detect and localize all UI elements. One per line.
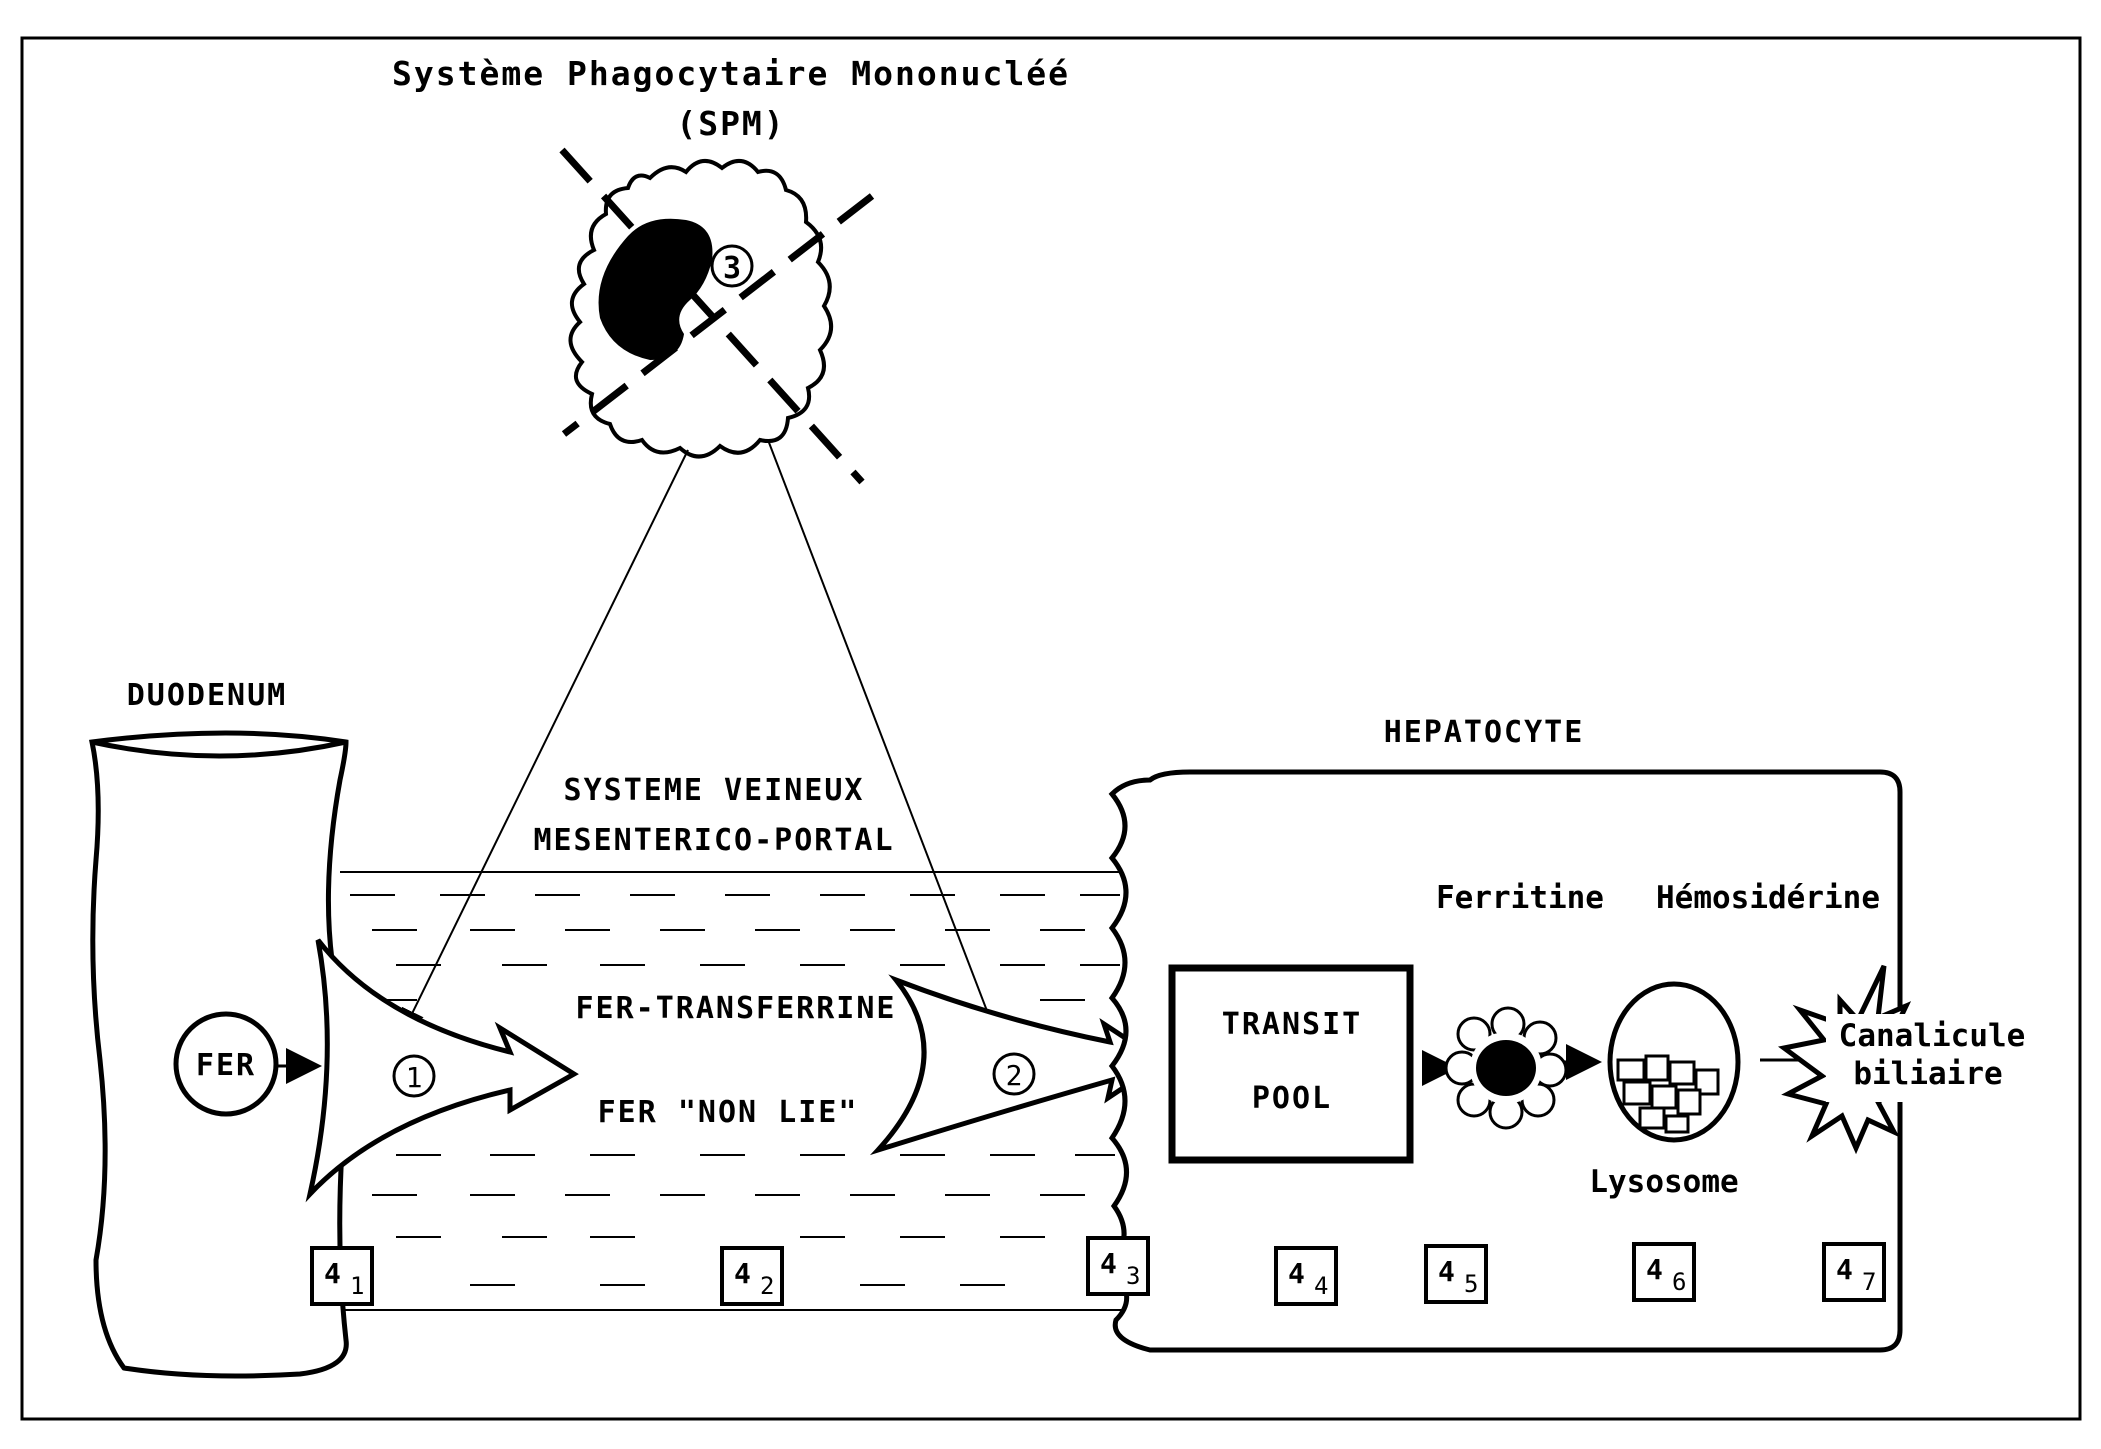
venous-system-line-2: MESENTERICO-PORTAL: [533, 823, 894, 858]
lysosome-label: Lysosome: [1589, 1164, 1738, 1200]
fer-non-lie-label: FER "NON LIE": [598, 1095, 859, 1130]
compartment-box-3: 4 3: [1086, 1236, 1150, 1296]
compartment-box-2: 4 2: [720, 1246, 784, 1306]
compartment-box-4: 4 4: [1274, 1246, 1338, 1306]
svg-text:3: 3: [1126, 1262, 1140, 1290]
venous-system-line-1: SYSTEME VEINEUX: [564, 773, 865, 808]
svg-text:4: 4: [1288, 1257, 1305, 1290]
duodenum: FER: [89, 730, 349, 1379]
transit-pool-line-1: TRANSIT: [1222, 1007, 1362, 1042]
hepatocyte-label: HEPATOCYTE: [1384, 715, 1585, 750]
svg-text:2: 2: [760, 1272, 774, 1300]
compartment-box-5: 4 5: [1424, 1244, 1488, 1304]
blood-flow-dashes: [350, 894, 1120, 1286]
transit-pool-line-2: POOL: [1252, 1081, 1332, 1116]
svg-text:5: 5: [1464, 1270, 1478, 1298]
ferritine-label: Ferritine: [1436, 880, 1604, 916]
macrophage-nucleus: [598, 218, 713, 360]
duodenum-opening: [91, 739, 347, 759]
svg-text:7: 7: [1862, 1268, 1876, 1296]
svg-text:4: 4: [1438, 1255, 1455, 1288]
compartment-box-7: 4 7: [1822, 1242, 1886, 1302]
title-line-2: (SPM): [676, 104, 785, 143]
svg-text:1: 1: [350, 1272, 364, 1300]
canalicule-line-2: biliaire: [1853, 1056, 2002, 1092]
compartment-box-6: 4 6: [1632, 1242, 1696, 1302]
fer-node-label: FER: [196, 1048, 256, 1083]
step-marker-1: [392, 1054, 436, 1098]
ferritin-particle: [1444, 1006, 1568, 1130]
step-marker-2-label: 2: [1006, 1059, 1023, 1092]
svg-text:4: 4: [1314, 1272, 1328, 1300]
step-marker-3-label: 3: [723, 251, 741, 286]
svg-text:4: 4: [1646, 1253, 1663, 1286]
transport-arrow-1: [305, 938, 579, 1203]
step-marker-1-label: 1: [406, 1061, 423, 1094]
spm-to-step-1-arrow: [402, 449, 689, 1034]
ferritin-core: [1476, 1040, 1536, 1096]
spm-to-step-2-arrow: [767, 439, 1007, 1054]
figure-frame: [20, 36, 2082, 1421]
step-marker-3: [710, 244, 754, 288]
svg-text:4: 4: [1100, 1247, 1117, 1280]
lysosome: [1607, 981, 1741, 1143]
step-marker-2: [992, 1052, 1036, 1096]
compartment-box-1: 4 1: [310, 1246, 374, 1306]
svg-text:4: 4: [1836, 1253, 1853, 1286]
duodenum-label: DUODENUM: [127, 678, 288, 713]
spm-macrophage: 3: [559, 147, 875, 485]
svg-text:4: 4: [324, 1257, 341, 1290]
svg-text:6: 6: [1672, 1268, 1686, 1296]
hemosiderine-label: Hémosidérine: [1656, 880, 1880, 916]
fer-transferrine-label: FER-TRANSFERRINE: [576, 991, 897, 1026]
title-line-1: Système Phagocytaire Mononucléé: [392, 54, 1070, 93]
canalicule-line-1: Canalicule: [1839, 1018, 2026, 1054]
destruction-line-2: [561, 193, 875, 437]
transit-pool-box: [1168, 964, 1414, 1164]
fer-node: [173, 1011, 279, 1117]
svg-text:4: 4: [734, 1257, 751, 1290]
